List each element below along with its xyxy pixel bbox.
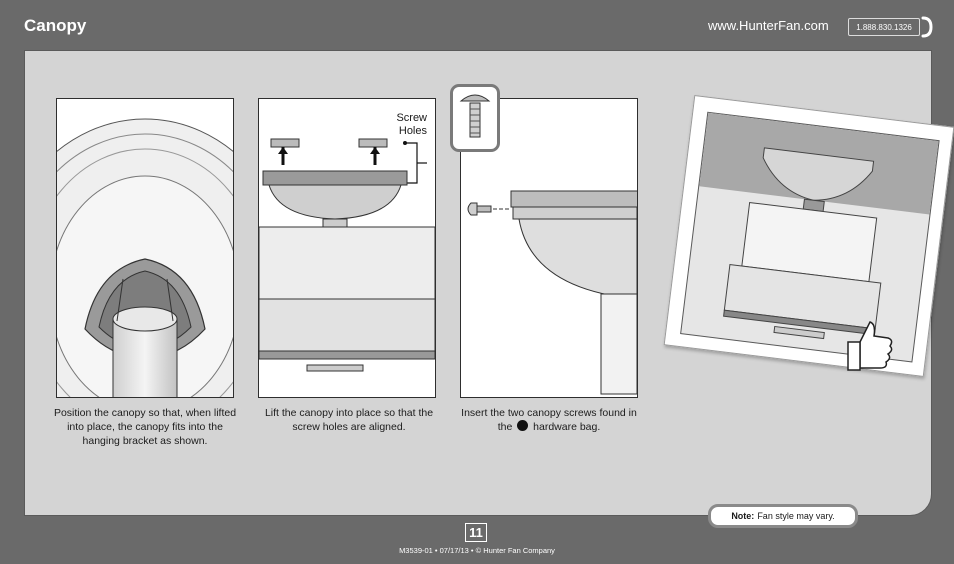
step-1-illustration <box>56 98 234 398</box>
page-title: Canopy <box>24 16 87 35</box>
step-3-illustration <box>460 98 638 398</box>
finished-fan-photo <box>663 94 954 378</box>
step-2-illustration: Screw Holes <box>258 98 436 398</box>
footer-text: M3539-01 • 07/17/13 • © Hunter Fan Compa… <box>399 546 555 555</box>
phone-handset-icon <box>921 16 933 38</box>
step-3-caption-part1: Insert the two canopy screws found in th… <box>461 407 637 433</box>
thumbs-up-icon <box>847 321 893 371</box>
step-2-caption: Lift the canopy into place so that the s… <box>264 407 434 433</box>
step-3-caption: Insert the two canopy screws found in th… <box>458 406 640 434</box>
screw-holes-label-line2: Holes <box>399 125 428 137</box>
note-text: Fan style may vary. <box>757 511 835 521</box>
screw-holes-label-line1: Screw <box>396 112 427 124</box>
screw-icon <box>459 94 491 138</box>
step-3-caption-part2: hardware bag. <box>533 421 601 433</box>
hardware-bag-dot-icon <box>517 420 529 431</box>
page-number: 11 <box>465 523 487 542</box>
phone-number: 1.888.830.1326 <box>848 18 920 36</box>
note-label: Note: <box>731 511 755 521</box>
step-1-caption: Position the canopy so that, when lifted… <box>53 407 237 447</box>
website-link[interactable]: www.HunterFan.com <box>708 18 829 33</box>
screw-thumbnail <box>450 84 500 152</box>
note-box: Note: Fan style may vary. <box>708 504 858 528</box>
